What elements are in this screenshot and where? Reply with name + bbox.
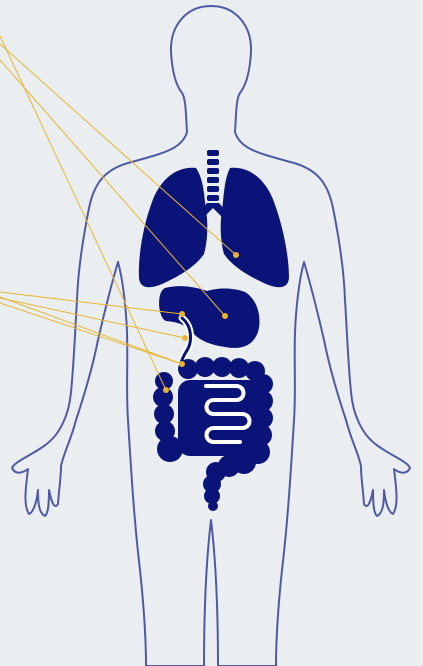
rectum-icon	[203, 475, 221, 511]
stomach-icon	[159, 286, 259, 348]
marker-dot-stomach	[222, 313, 228, 319]
leader-line-duodenum-lower	[0, 297, 182, 364]
small-intestine-icon	[178, 380, 264, 456]
marker-dot-duodenum-upper	[179, 311, 185, 317]
marker-dot-lung	[233, 252, 239, 258]
marker-dot-duodenum-mid	[182, 335, 188, 341]
leader-line-colon	[0, 36, 166, 390]
leader-line-duodenum-lower	[0, 303, 182, 364]
leader-line-duodenum-mid	[0, 298, 185, 338]
leader-line-duodenum-upper	[0, 292, 182, 314]
lungs-icon	[139, 168, 289, 287]
marker-dot-duodenum-lower	[179, 361, 185, 367]
leader-line-lung	[0, 44, 236, 255]
rectum-segment	[208, 501, 218, 511]
large-intestine-segment	[154, 404, 174, 424]
large-intestine-segment	[212, 357, 232, 377]
marker-dot-colon	[163, 387, 169, 393]
